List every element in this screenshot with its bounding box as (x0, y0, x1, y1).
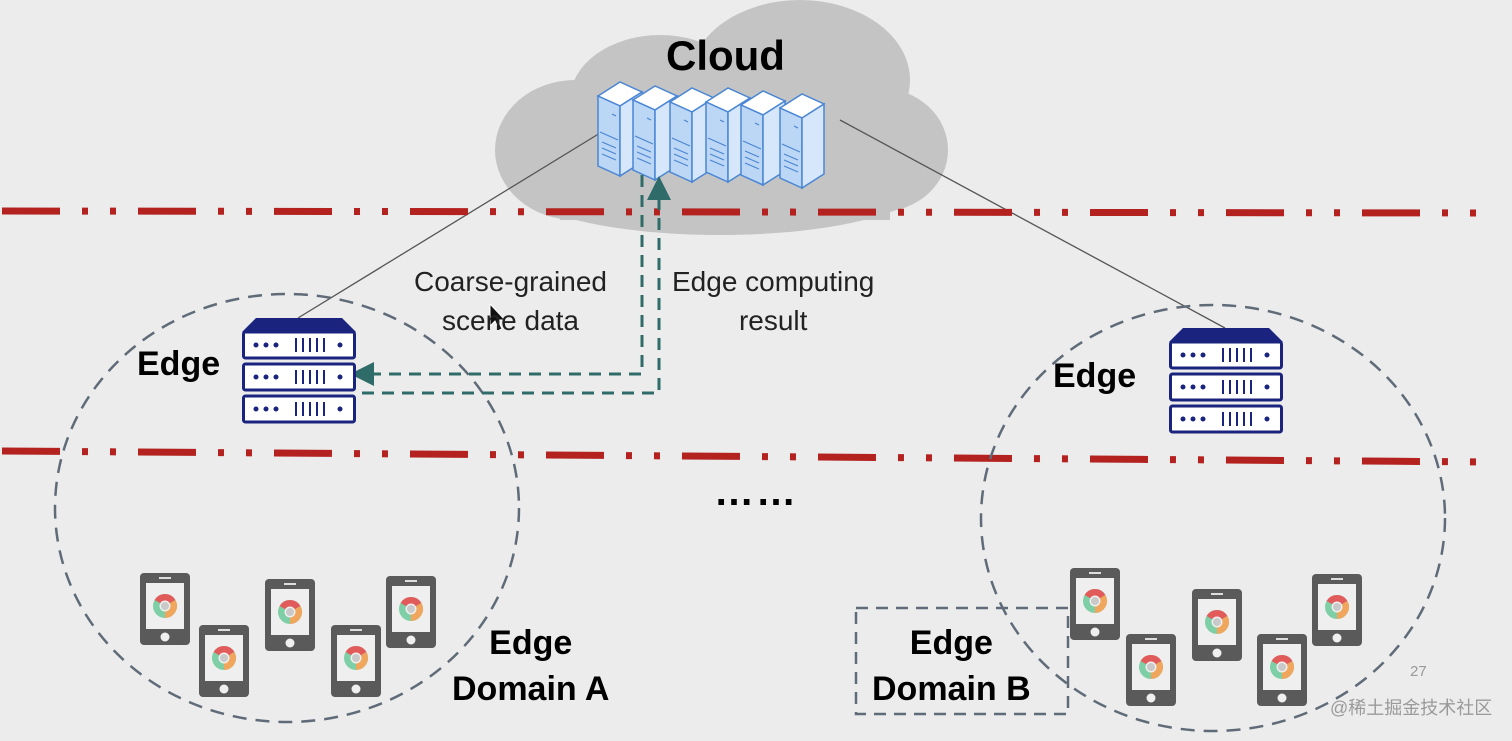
cloud-server-icon (740, 90, 786, 186)
edge-result-label-line1: Edge computing (672, 266, 875, 297)
edge-result-label-line2: result (738, 305, 808, 336)
mobile-device-icon (331, 625, 381, 697)
edge-domain-a-label-line1: Edge (489, 624, 573, 662)
edge-server-a-icon (242, 318, 356, 422)
edge-domain-b-circle (979, 303, 1447, 733)
mouse-cursor-icon (489, 302, 507, 331)
watermark: @稀土掘金技术社区 (1330, 698, 1493, 718)
edge-domain-b-label-line2: Domain B (872, 670, 1031, 708)
more-domains-ellipsis: …… (714, 470, 798, 514)
coarse-data-label-line2: scene data (442, 305, 579, 336)
link-cloud-edge-b (839, 119, 1226, 329)
mobile-device-icon (140, 573, 190, 645)
cloud-title: Cloud (666, 32, 785, 79)
edge-device-boundary-line (1, 447, 1496, 466)
mobile-device-icon (1312, 574, 1362, 646)
mobile-device-icon (386, 576, 436, 648)
edge-domain-b-label-line1: Edge (909, 624, 993, 662)
mobile-device-icon (1192, 589, 1242, 661)
mobile-device-icon (1070, 568, 1120, 640)
coarse-data-arrow (350, 175, 644, 386)
edge-b-label: Edge (1053, 357, 1137, 395)
coarse-data-label: Coarse-grained scene data (414, 262, 607, 340)
mobile-device-icon (1257, 634, 1307, 706)
edge-domain-a-circle (53, 292, 521, 724)
mobile-device-icon (265, 579, 315, 651)
edge-domain-a-label-line2: Domain A (452, 670, 610, 708)
edge-domain-b-label-box (854, 606, 1070, 716)
edge-a-label: Edge (137, 345, 221, 383)
page-number: 27 (1410, 663, 1427, 680)
mobile-device-icon (1126, 634, 1176, 706)
edge-domain-a-label: Edge Domain A (452, 620, 609, 712)
coarse-data-label-line1: Coarse-grained (414, 266, 607, 297)
edge-result-label: Edge computing result (672, 262, 874, 340)
edge-domain-a-devices (140, 573, 436, 697)
link-cloud-edge-a (297, 129, 606, 319)
edge-domain-b-devices (1070, 568, 1362, 706)
cloud-edge-boundary-line (1, 207, 1496, 217)
cloud-server-icon (779, 93, 825, 189)
mobile-device-icon (199, 625, 249, 697)
edge-server-b-icon (1169, 328, 1283, 432)
edge-domain-b-label: Edge Domain B (872, 620, 1031, 712)
